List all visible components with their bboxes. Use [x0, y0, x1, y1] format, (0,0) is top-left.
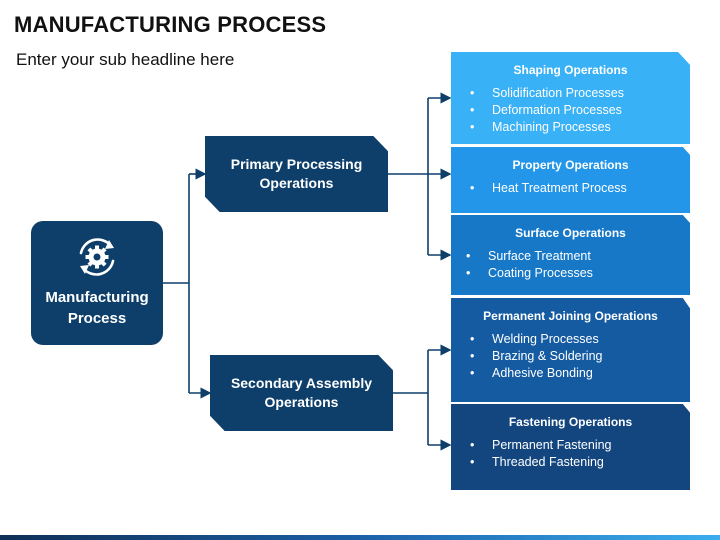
list-item: Solidification Processes: [470, 85, 690, 102]
list-item: Coating Processes: [466, 265, 690, 282]
footer-gradient-bar: [0, 535, 720, 540]
list-item: Deformation Processes: [470, 102, 690, 119]
shaping-operations-card: Shaping Operations Solidification Proces…: [451, 52, 690, 144]
card-title: Surface Operations: [515, 226, 626, 240]
card-title: Shaping Operations: [513, 63, 628, 77]
card-list: Solidification Processes Deformation Pro…: [451, 85, 690, 136]
list-item: Adhesive Bonding: [470, 365, 690, 382]
property-operations-card: Property Operations Heat Treatment Proce…: [451, 147, 690, 213]
fastening-operations-card: Fastening Operations Permanent Fastening…: [451, 404, 690, 490]
list-item: Threaded Fastening: [470, 454, 690, 471]
secondary-assembly-node: Secondary Assembly Operations: [210, 355, 393, 431]
permanent-joining-card: Permanent Joining Operations Welding Pro…: [451, 298, 690, 402]
gear-cycle-icon: [79, 238, 115, 276]
page-subtitle: Enter your sub headline here: [16, 50, 235, 69]
list-item: Heat Treatment Process: [470, 180, 690, 197]
surface-operations-card: Surface Operations Surface Treatment Coa…: [451, 215, 690, 295]
list-item: Welding Processes: [470, 331, 690, 348]
list-item: Permanent Fastening: [470, 437, 690, 454]
root-node: Manufacturing Process: [31, 221, 163, 345]
page-title: MANUFACTURING PROCESS: [14, 12, 327, 37]
card-title: Fastening Operations: [508, 415, 633, 429]
card-list: Heat Treatment Process: [451, 180, 690, 197]
list-item: Surface Treatment: [466, 248, 690, 265]
card-title: Property Operations: [512, 158, 629, 172]
secondary-assembly-label: Secondary Assembly Operations: [230, 375, 373, 410]
primary-processing-node: Primary Processing Operations: [205, 136, 388, 212]
root-label: Manufacturing Process: [45, 289, 149, 327]
card-list: Permanent Fastening Threaded Fastening: [451, 437, 690, 471]
list-item: Machining Processes: [470, 119, 690, 136]
primary-processing-label: Primary Processing Operations: [230, 156, 363, 191]
card-list: Surface Treatment Coating Processes: [451, 248, 690, 282]
list-item: Brazing & Soldering: [470, 348, 690, 365]
card-title: Permanent Joining Operations: [483, 309, 658, 323]
card-list: Welding Processes Brazing & Soldering Ad…: [451, 331, 690, 382]
